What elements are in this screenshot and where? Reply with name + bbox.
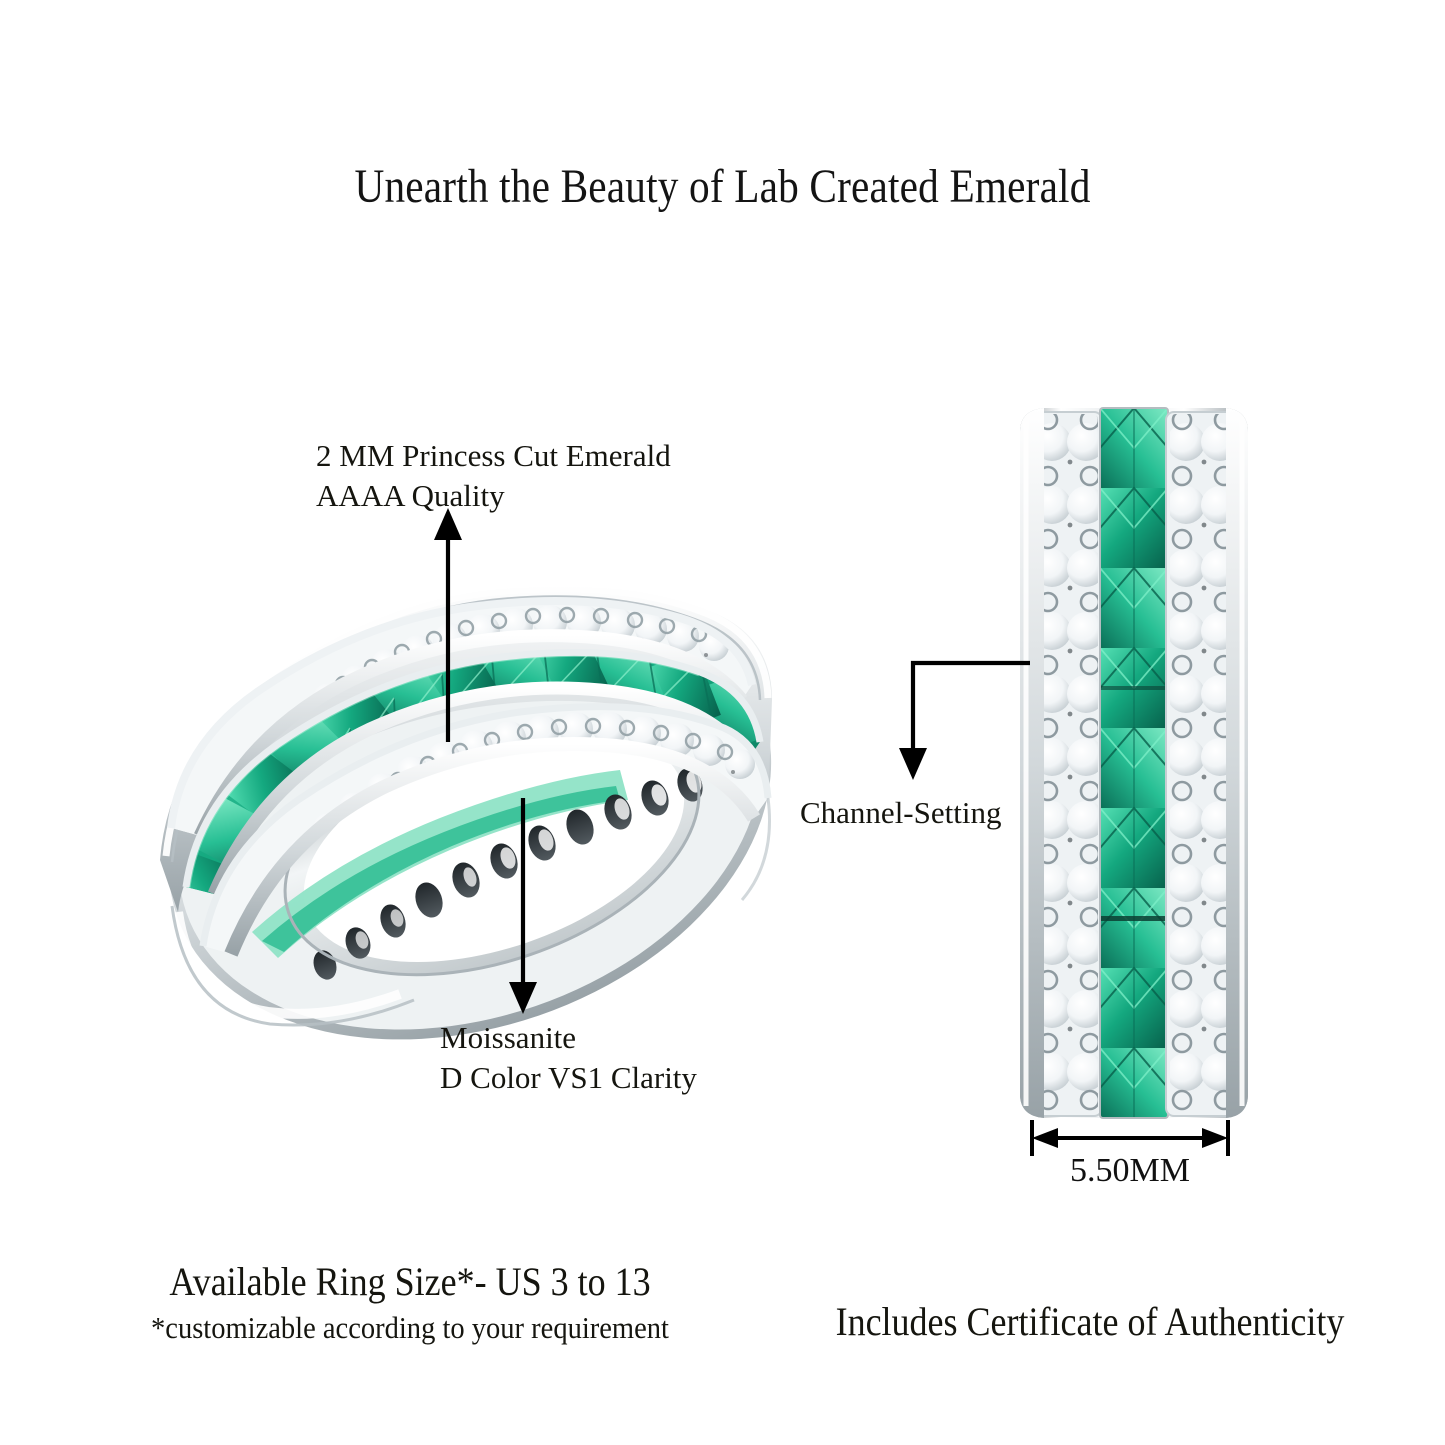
- emerald-center-channel: [1100, 408, 1168, 1118]
- dimension-line: [1032, 1120, 1228, 1156]
- page-title: Unearth the Beauty of Lab Created Emeral…: [354, 160, 1091, 213]
- dimension-label: 5.50MM: [1070, 1152, 1190, 1189]
- callout-label-emerald: 2 MM Princess Cut Emerald AAAA Quality: [316, 438, 671, 513]
- arrow-moissanite: [509, 798, 537, 1014]
- callout-label-moissanite: Moissanite D Color VS1 Clarity: [440, 1020, 697, 1095]
- arrow-emerald: [434, 508, 462, 742]
- certificate-line: Includes Certificate of Authenticity: [835, 1299, 1345, 1344]
- callout-arrows: [434, 508, 1030, 1014]
- shank-holes: [313, 768, 703, 980]
- callout-label-channel-setting: Channel-Setting: [800, 795, 1002, 830]
- arrow-channel-setting: [899, 663, 1030, 780]
- ring-size-note: *customizable according to your requirem…: [151, 1310, 669, 1345]
- ring-size-line: Available Ring Size*- US 3 to 13: [169, 1259, 651, 1304]
- ring-angled-view: [160, 514, 772, 1040]
- ring-side-view: [1020, 408, 1248, 1118]
- side-view-emeralds: [1100, 408, 1168, 1118]
